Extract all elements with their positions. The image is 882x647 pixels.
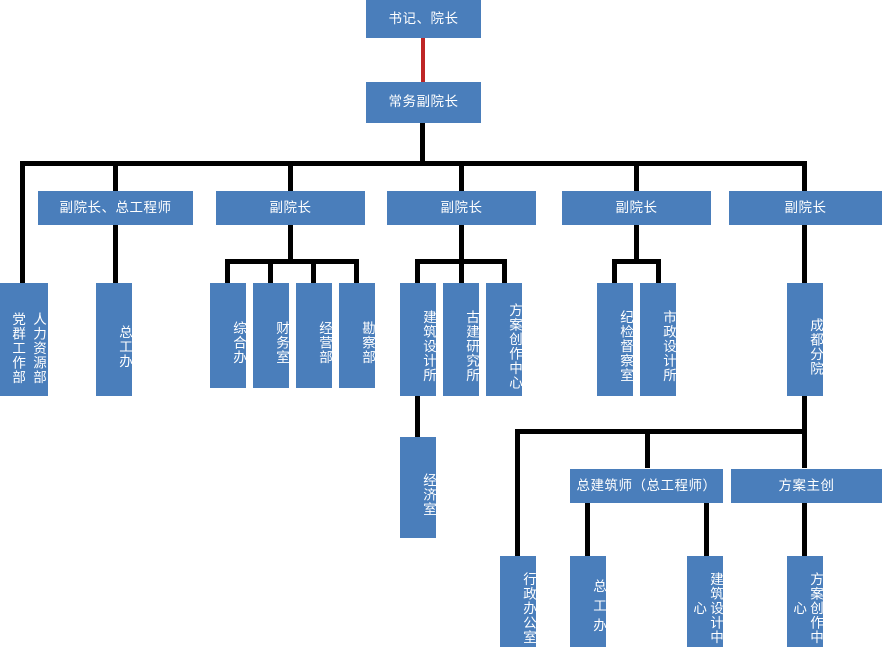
node-ancient-architecture-research-institute[interactable]: 古建研究所 [443, 283, 479, 396]
connector-vp2-child-2 [268, 259, 273, 283]
node-architectural-design-institute[interactable]: 建筑设计所 [400, 283, 436, 396]
node-vice-president-5[interactable]: 副院长 [729, 191, 882, 225]
node-general-affairs-office[interactable]: 综合办 [210, 283, 246, 388]
node-hr-and-party-work-dept[interactable]: 人力资源部 党群工作部 [0, 283, 48, 396]
connector-bus-drop-1 [113, 161, 118, 191]
connector-vp2-child-1 [225, 259, 230, 283]
connector-vp3-child-2 [459, 259, 464, 283]
connector-vp1-drop [113, 225, 118, 283]
connector-vp4-bus [612, 259, 661, 264]
node-scheme-creation-center-main[interactable]: 方案创作中心 [486, 283, 522, 396]
connector-chiefarch-child-2 [704, 503, 709, 556]
connector-vp4-child-1 [612, 259, 617, 283]
connector-schemelead-child [802, 503, 807, 556]
connector-bus-drop-4 [634, 161, 639, 191]
connector-chengdu-child-admin [515, 429, 520, 556]
connector-vp2-child-3 [311, 259, 316, 283]
node-survey-dept[interactable]: 勘察部 [339, 283, 375, 388]
node-chief-engineer-office[interactable]: 总工办 [96, 283, 132, 396]
node-vice-president-2[interactable]: 副院长 [216, 191, 365, 225]
connector-exec-drop [420, 123, 425, 164]
node-executive-vice-president[interactable]: 常务副院长 [366, 82, 481, 123]
connector-top-to-exec [421, 37, 425, 82]
connector-vp4-drop [634, 225, 639, 262]
node-administrative-office[interactable]: 行政办公室 [500, 556, 536, 647]
node-discipline-inspection-office[interactable]: 纪检督察室 [597, 283, 633, 396]
node-operations-dept[interactable]: 经营部 [296, 283, 332, 388]
connector-bus-drop-2 [288, 161, 293, 191]
node-chief-architect[interactable]: 总建筑师（总工程师） [570, 469, 723, 503]
node-scheme-lead[interactable]: 方案主创 [731, 469, 882, 503]
node-scheme-creation-center-chengdu[interactable]: 方案创作中心 [787, 556, 823, 647]
node-municipal-design-institute[interactable]: 市政设计所 [640, 283, 676, 396]
node-vp-chief-engineer[interactable]: 副院长、总工程师 [38, 191, 193, 225]
node-economics-room[interactable]: 经济室 [400, 437, 436, 538]
node-vice-president-4[interactable]: 副院长 [562, 191, 711, 225]
connector-vp3-drop [459, 225, 464, 262]
connector-vp5-to-chengdu [802, 225, 807, 283]
connector-bus-drop-3 [459, 161, 464, 191]
node-secretary-president[interactable]: 书记、院长 [366, 0, 481, 38]
node-chengdu-branch[interactable]: 成都分院 [787, 283, 823, 396]
connector-vp2-child-4 [354, 259, 359, 283]
connector-vp2-drop [288, 225, 293, 262]
connector-chengdu-drop [802, 395, 807, 431]
connector-vp4-child-2 [656, 259, 661, 283]
connector-chengdu-bus [515, 429, 807, 434]
connector-vp3-child-1 [415, 259, 420, 283]
connector-vp2-bus [225, 259, 359, 264]
connector-bus-drop-hr [20, 161, 25, 283]
connector-main-bus [20, 161, 807, 166]
node-architectural-design-center[interactable]: 建筑设计中心 [687, 556, 723, 647]
node-finance-office[interactable]: 财务室 [253, 283, 289, 388]
connector-vp3-child-3 [502, 259, 507, 283]
node-chengdu-chief-engineer-office[interactable]: 总工办 [570, 556, 606, 647]
connector-chiefarch-child-1 [585, 503, 590, 556]
connector-chengdu-child-chiefarch [645, 429, 650, 468]
connector-bus-drop-5 [802, 161, 807, 191]
connector-archdesign-to-economics [415, 395, 420, 437]
connector-chengdu-child-scheme [802, 429, 807, 468]
node-vice-president-3[interactable]: 副院长 [387, 191, 536, 225]
